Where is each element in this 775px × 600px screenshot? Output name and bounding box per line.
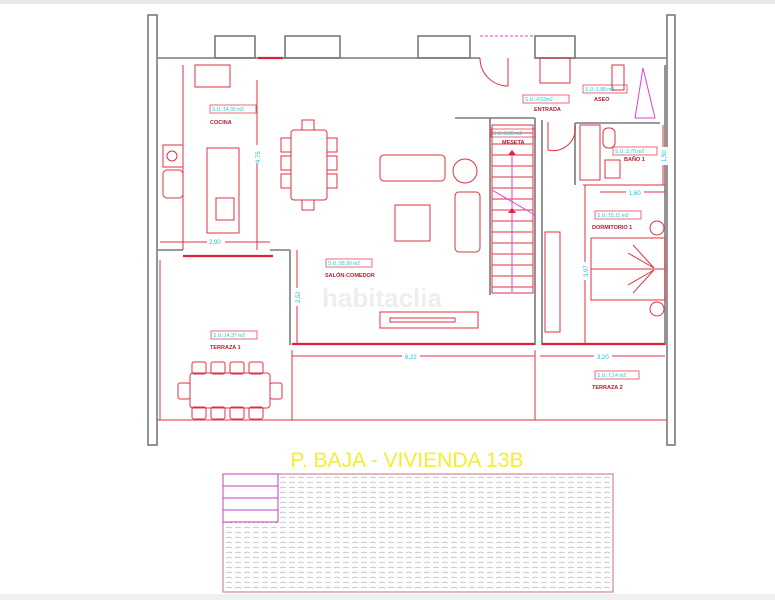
kitchen-furniture — [162, 64, 240, 234]
watermark: habitaclia — [322, 283, 442, 313]
dim-2-52: 2,52 — [296, 291, 302, 303]
pool — [222, 473, 614, 593]
dim-1-50: 1,50 — [662, 150, 668, 162]
aseo-label: ASEO — [594, 97, 610, 103]
dim-2-90: 2,90 — [209, 240, 221, 246]
bano-label: BAÑO 1 — [624, 156, 645, 163]
cocina-label: COCINA — [210, 120, 232, 126]
dim-6-22: 6,22 — [405, 355, 417, 361]
bottom-edge — [0, 594, 775, 600]
bano-area: S.U.:3,70 m2 — [615, 149, 644, 155]
dim-1-60: 1,60 — [629, 191, 641, 197]
plan-title: P. BAJA - VIVIENDA 13B — [290, 449, 523, 472]
meseta-label: MESETA — [502, 140, 525, 146]
chair — [248, 406, 264, 420]
chair — [177, 382, 191, 400]
dim-3-97: 3,97 — [584, 265, 590, 277]
stair-arrow-icon — [508, 208, 516, 213]
outer-walls — [147, 14, 676, 446]
salon-area: S.U.:58,90 m2 — [328, 261, 360, 267]
bathroom-fixtures — [539, 57, 656, 333]
entrada-label: ENTRADA — [534, 107, 561, 113]
terrace-table — [177, 361, 283, 420]
salon-label: SALÓN-COMEDOR — [325, 271, 375, 279]
top-edge — [0, 0, 775, 4]
terraza2-area: S.U.:7,14 m2 — [597, 373, 626, 379]
dining-table — [280, 119, 338, 211]
dormitorio-area: S.U.:15,11 m2 — [597, 213, 629, 219]
dimension-lines — [160, 80, 665, 357]
dim-4-75: 4,75 — [256, 151, 262, 163]
chair — [269, 382, 283, 400]
dimension-labels: 2,90 4,75 2,52 6,22 3,20 3,97 1,60 1,50 — [207, 145, 668, 361]
dim-3-20: 3,20 — [597, 355, 609, 361]
entrada-area: S.U.:4,53m2 — [525, 97, 553, 103]
chair — [210, 361, 226, 375]
chair — [191, 361, 207, 375]
terraza1-label: TERRAZA 1 — [210, 345, 241, 351]
dormitorio-label: DORMITORIO 1 — [592, 225, 632, 231]
aseo-area: S.U.:1,88 m2 — [585, 87, 614, 93]
meseta-area: S.U.:2,80 m2 — [493, 131, 522, 137]
living-furniture — [379, 154, 481, 329]
cocina-area: S.U.:14,35 m2 — [212, 107, 244, 113]
stair-arrow-icon — [508, 150, 516, 155]
chair — [210, 406, 226, 420]
chair — [229, 361, 245, 375]
chair — [229, 406, 245, 420]
staircase — [491, 124, 536, 294]
chair — [248, 361, 264, 375]
chair — [191, 406, 207, 420]
bed — [590, 220, 666, 317]
terraza2-label: TERRAZA 2 — [592, 385, 623, 391]
terraza1-area: S.U.:14,37 m2 — [213, 333, 245, 339]
room-labels: S.U.:14,35 m2 COCINA S.U.:58,90 m2 SALÓN… — [209, 84, 658, 391]
